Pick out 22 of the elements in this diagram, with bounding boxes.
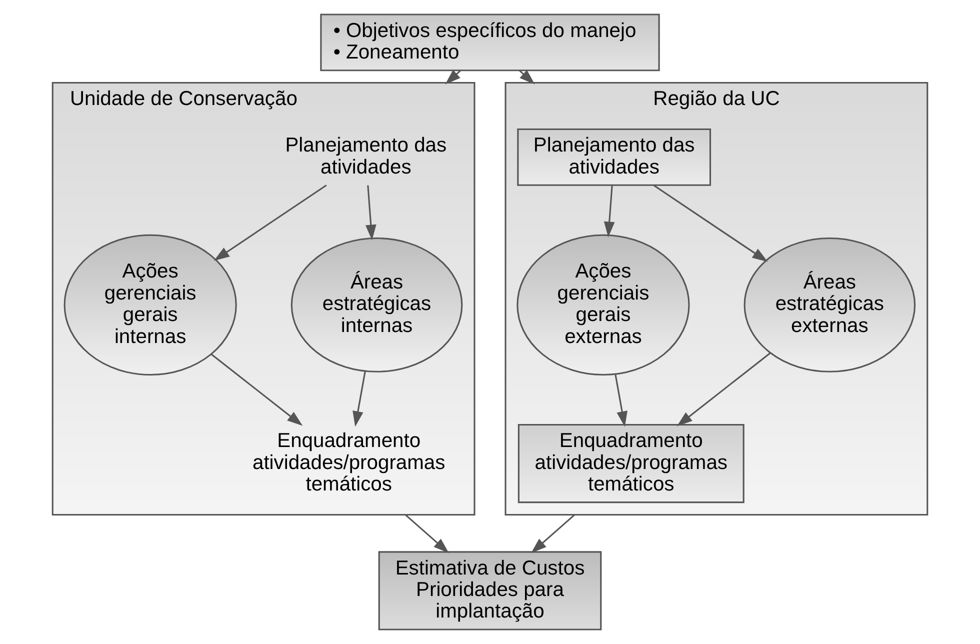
arrow — [676, 352, 771, 426]
node-ellipse: Áreas estratégicas externas — [744, 237, 916, 372]
arrow — [614, 374, 628, 427]
arrow — [445, 70, 462, 84]
arrow — [214, 184, 327, 261]
arrow — [352, 370, 366, 427]
arrow — [653, 184, 768, 262]
arrow — [604, 185, 615, 238]
node-text: Enquadramento atividades/programas temáticos — [252, 430, 446, 496]
node-box: Enquadramento atividades/programas temáticos — [518, 424, 744, 504]
node-box: • Objetivos específicos do manejo • Zoneamento — [320, 14, 660, 72]
arrow — [365, 185, 376, 240]
node-ellipse: Ações gerenciais gerais internas — [64, 234, 237, 376]
arrow — [211, 354, 303, 426]
arrow — [531, 514, 576, 554]
node-ellipse: Ações gerenciais gerais externas — [516, 234, 690, 376]
node-text: Planejamento das atividades — [285, 134, 447, 178]
arrow — [518, 70, 535, 84]
node-box: Estimativa de Custos Prioridades para implantação — [378, 551, 602, 630]
node-ellipse: Áreas estratégicas internas — [290, 237, 463, 372]
arrow — [404, 514, 449, 554]
node-box: Planejamento das atividades — [517, 128, 712, 186]
